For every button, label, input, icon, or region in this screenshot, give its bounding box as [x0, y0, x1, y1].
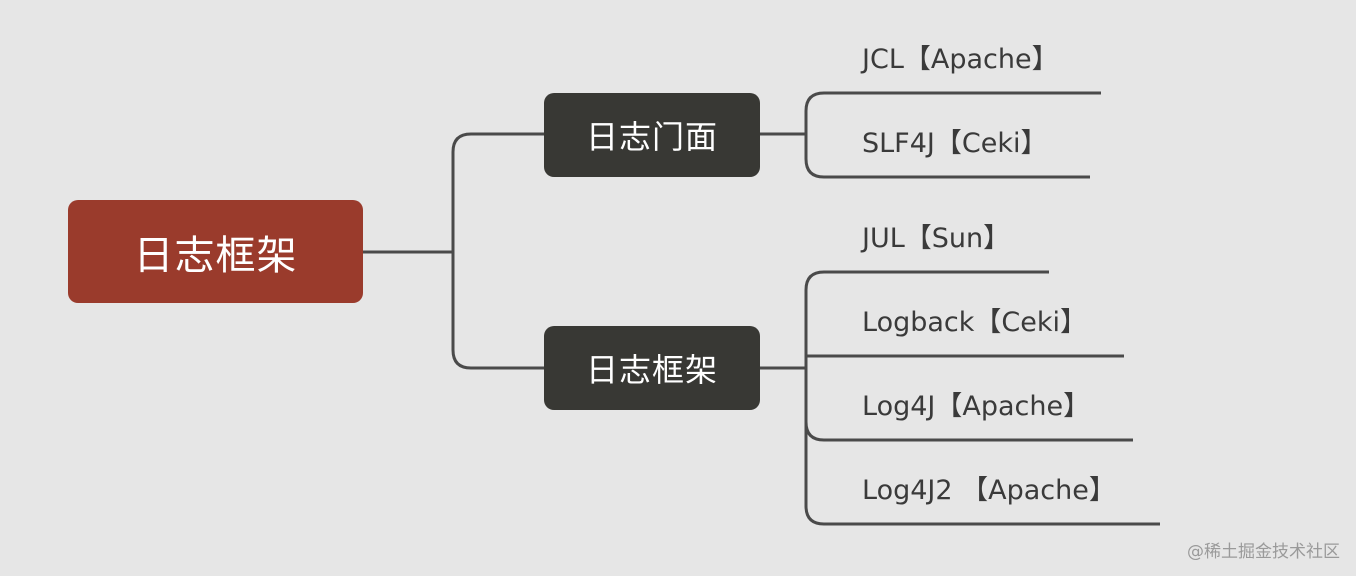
- connector-leaf-log4j2: [804, 368, 1160, 526]
- connector-root-to-facade: [363, 132, 544, 254]
- leaf-node-log4j[interactable]: Log4J【Apache】: [862, 391, 1091, 422]
- branch-node-label: 日志框架: [585, 351, 718, 389]
- root-node-label: 日志框架: [133, 232, 298, 279]
- branch-node-label: 日志门面: [585, 118, 718, 156]
- root-node[interactable]: 日志框架: [68, 200, 363, 303]
- leaf-node-jcl[interactable]: JCL【Apache】: [862, 44, 1059, 75]
- connector-leaf-slf4j: [804, 134, 1090, 179]
- branch-node-log-facade[interactable]: 日志门面: [544, 93, 760, 177]
- connector-root-to-impl: [451, 252, 544, 370]
- branch-node-log-framework[interactable]: 日志框架: [544, 326, 760, 410]
- connector-leaf-jul: [804, 270, 1049, 368]
- leaf-node-logback[interactable]: Logback【Ceki】: [862, 307, 1087, 338]
- connector-leaf-jcl: [804, 91, 1101, 134]
- watermark: @稀土掘金技术社区: [1187, 542, 1340, 562]
- leaf-node-log4j2[interactable]: Log4J2 【Apache】: [862, 475, 1116, 506]
- leaf-node-slf4j[interactable]: SLF4J【Ceki】: [862, 128, 1048, 159]
- leaf-node-jul[interactable]: JUL【Sun】: [862, 223, 1011, 254]
